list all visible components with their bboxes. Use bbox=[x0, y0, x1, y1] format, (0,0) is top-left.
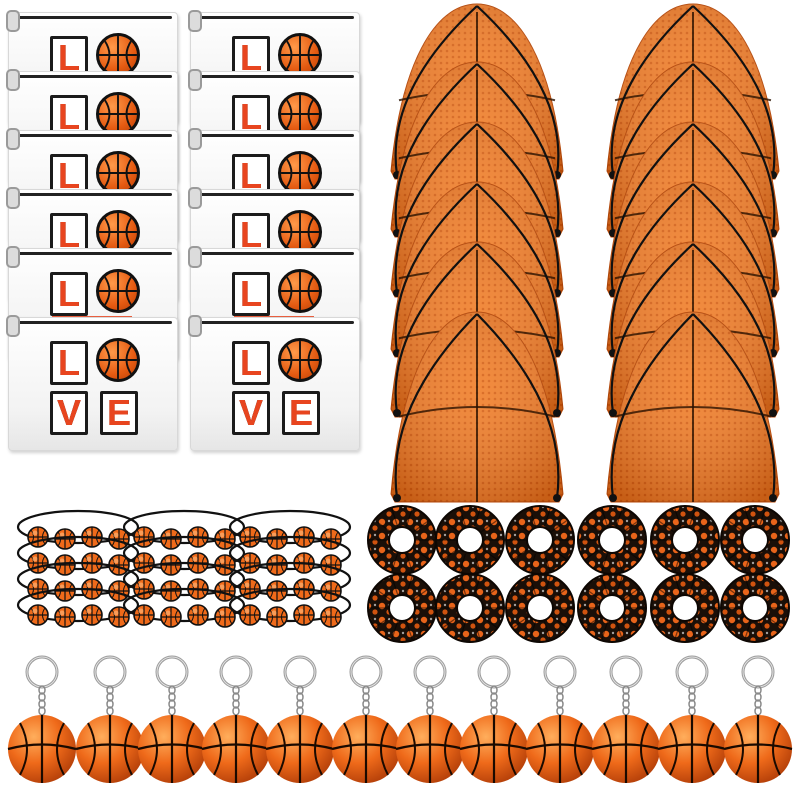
bracelet-bead bbox=[320, 580, 342, 602]
bead-bracelet bbox=[16, 509, 140, 545]
bead-bracelet bbox=[228, 535, 352, 571]
bracelet-bead bbox=[133, 604, 155, 626]
bracelet-bead bbox=[54, 580, 76, 602]
bead-bracelet bbox=[16, 587, 140, 623]
basketball-keychain bbox=[591, 655, 661, 783]
bracelet-bead bbox=[320, 554, 342, 576]
bracelet-bead bbox=[293, 604, 315, 626]
basketball-keychain bbox=[137, 655, 207, 783]
bead-bracelet bbox=[228, 561, 352, 597]
pouch-letter: E bbox=[100, 391, 138, 435]
pouch-letter: L bbox=[232, 341, 270, 385]
bracelet-bead bbox=[54, 554, 76, 576]
basketball-icon bbox=[96, 269, 140, 313]
basketball-icon bbox=[96, 92, 140, 136]
bracelet-bead bbox=[239, 604, 261, 626]
bracelet-bead bbox=[160, 580, 182, 602]
basketball-icon bbox=[96, 338, 140, 382]
bracelet-bead bbox=[108, 554, 130, 576]
scrunchie bbox=[650, 505, 720, 575]
scrunchie bbox=[367, 573, 437, 643]
bead-bracelet bbox=[122, 587, 246, 623]
bracelet-bead bbox=[27, 604, 49, 626]
bracelet-bead bbox=[320, 528, 342, 550]
scrunchie bbox=[505, 505, 575, 575]
bead-bracelet bbox=[16, 561, 140, 597]
bracelet-bead bbox=[160, 606, 182, 628]
drawstring-backpack bbox=[390, 311, 564, 503]
pouch-letter: V bbox=[50, 391, 88, 435]
pouch-letter: L bbox=[232, 272, 270, 316]
bracelet-bead bbox=[266, 554, 288, 576]
bracelet-bead bbox=[266, 606, 288, 628]
scrunchie bbox=[505, 573, 575, 643]
basketball-icon bbox=[278, 33, 322, 77]
bead-bracelet bbox=[16, 535, 140, 571]
bracelet-bead bbox=[320, 606, 342, 628]
basketball-keychain bbox=[723, 655, 793, 783]
scrunchie bbox=[720, 573, 790, 643]
basketball-icon bbox=[278, 210, 322, 254]
bracelet-bead bbox=[214, 528, 236, 550]
pouch-letter: E bbox=[282, 391, 320, 435]
basketball-keychain bbox=[657, 655, 727, 783]
basketball-keychain bbox=[75, 655, 145, 783]
bracelet-bead bbox=[239, 578, 261, 600]
basketball-keychain bbox=[7, 655, 77, 783]
basketball-keychain bbox=[459, 655, 529, 783]
pouch-letter: V bbox=[232, 391, 270, 435]
bead-bracelet bbox=[122, 535, 246, 571]
scrunchie bbox=[577, 505, 647, 575]
basketball-icon bbox=[96, 151, 140, 195]
bracelet-bead bbox=[214, 606, 236, 628]
bead-bracelet bbox=[122, 509, 246, 545]
bracelet-bead bbox=[54, 606, 76, 628]
bracelet-bead bbox=[160, 554, 182, 576]
bead-bracelet bbox=[228, 509, 352, 545]
pouch-letter: L bbox=[50, 341, 88, 385]
bead-bracelet bbox=[228, 587, 352, 623]
basketball-keychain bbox=[201, 655, 271, 783]
bead-bracelet bbox=[122, 561, 246, 597]
drawstring-backpack bbox=[606, 311, 780, 503]
bracelet-bead bbox=[214, 580, 236, 602]
basketball-keychain bbox=[265, 655, 335, 783]
basketball-keychain bbox=[395, 655, 465, 783]
basketball-keychain bbox=[331, 655, 401, 783]
scrunchie bbox=[435, 573, 505, 643]
basketball-keychain bbox=[525, 655, 595, 783]
basketball-icon bbox=[278, 269, 322, 313]
pouch-letter: L bbox=[50, 272, 88, 316]
bracelet-bead bbox=[187, 604, 209, 626]
basketball-icon bbox=[278, 92, 322, 136]
scrunchie bbox=[577, 573, 647, 643]
scrunchie bbox=[650, 573, 720, 643]
bracelet-bead bbox=[108, 606, 130, 628]
basketball-icon bbox=[278, 338, 322, 382]
bracelet-bead bbox=[81, 604, 103, 626]
bracelet-bead bbox=[54, 528, 76, 550]
